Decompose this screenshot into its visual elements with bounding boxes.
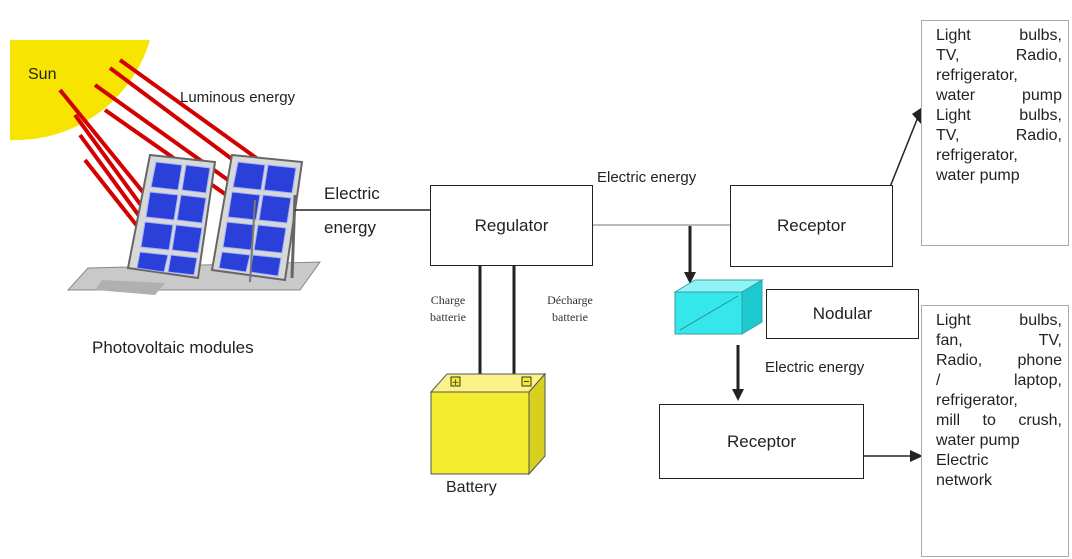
device-list-bottom-item: network <box>936 472 993 489</box>
device-list-top-item: water pump <box>936 87 1062 104</box>
svg-text:+: + <box>452 378 460 388</box>
device-list-bottom-item: refrigerator, <box>936 392 1018 409</box>
decharge-line2: batterie <box>552 310 588 324</box>
decharge-line1: Décharge <box>547 293 593 307</box>
regulator-label: Regulator <box>474 215 549 235</box>
device-list-bottom-item: water pump <box>936 432 1020 449</box>
luminous-energy-label: Luminous energy <box>180 89 296 106</box>
device-list-top-item: TV, Radio, <box>936 127 1062 144</box>
electric-energy-top-label: Electric energy <box>597 169 697 186</box>
nodular-label: Nodular <box>812 304 873 323</box>
sun-shape <box>10 40 150 141</box>
device-list-bottom-item: mill to crush, <box>936 412 1062 429</box>
device-list-top-item: water pump <box>936 167 1020 184</box>
connection-lines <box>295 116 919 457</box>
charge-line2: batterie <box>430 310 466 324</box>
photovoltaic-panels <box>66 153 321 295</box>
decharge-batterie-label: Décharge batterie <box>532 292 608 326</box>
device-list-top-item: Light bulbs, <box>936 27 1062 44</box>
device-list-top-item: refrigerator, <box>936 67 1018 84</box>
electric-energy-left-line1: Electric <box>324 184 380 203</box>
charge-batterie-label: Charge batterie <box>418 292 478 326</box>
receptor-top-box: Receptor <box>730 185 893 267</box>
device-list-top: Light bulbs, TV, Radio, refrigerator, wa… <box>921 20 1069 246</box>
device-list-bottom-item: / laptop, <box>936 372 1062 389</box>
sun-label: Sun <box>28 66 57 83</box>
device-list-bottom: Light bulbs, fan, TV, Radio, phone / lap… <box>921 305 1069 557</box>
device-list-bottom-item: Electric <box>936 452 989 469</box>
electric-energy-mid-label: Electric energy <box>765 359 865 376</box>
device-list-bottom-item: fan, TV, <box>936 332 1062 349</box>
device-list-bottom-item: Light bulbs, <box>936 312 1062 329</box>
receptor-top-label: Receptor <box>777 216 846 235</box>
device-list-top-item: TV, Radio, <box>936 47 1062 64</box>
charge-line1: Charge <box>430 293 466 307</box>
electric-energy-left-line2: energy <box>324 218 376 237</box>
battery-label: Battery <box>446 479 497 496</box>
device-list-top-item: refrigerator, <box>936 147 1018 164</box>
regulator-box: Regulator <box>430 185 593 266</box>
receptor-bottom-label: Receptor <box>727 431 796 451</box>
photovoltaic-modules-label: Photovoltaic modules <box>92 338 254 357</box>
battery-shape: + <box>429 372 547 476</box>
device-list-bottom-item: Radio, phone <box>936 352 1062 369</box>
device-list-top-item: Light bulbs, <box>936 107 1062 124</box>
receptor-bottom-box: Receptor <box>659 404 864 479</box>
nodular-box: Nodular <box>766 289 919 339</box>
nodular-device <box>673 279 764 335</box>
